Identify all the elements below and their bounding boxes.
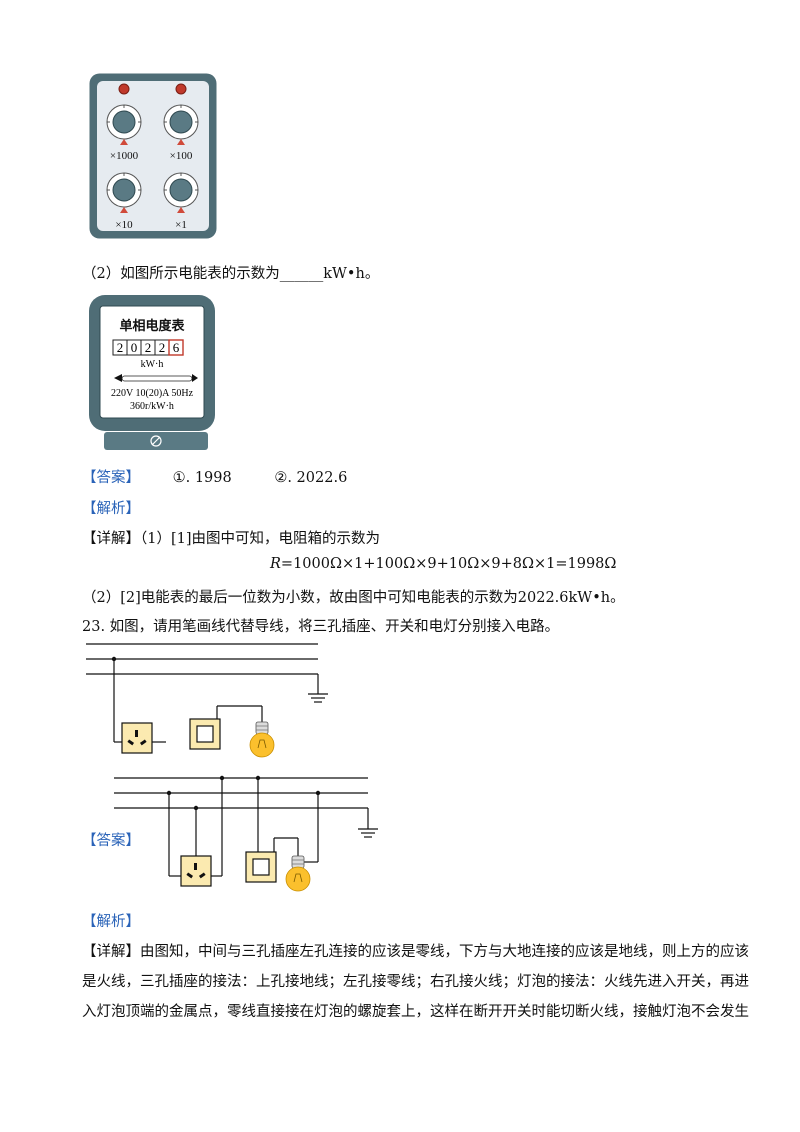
- answer-item-2: ②. 2022.6: [274, 470, 348, 486]
- detail-2-line-2: 是火线，三孔插座的接法：上孔接地线；左孔接零线；右孔接火线；灯泡的接法：火线先进…: [82, 974, 749, 990]
- dial-label: ×1: [175, 219, 187, 231]
- switch: [245, 851, 277, 883]
- answer-1: 【答案】 ①. 1998 ②. 2022.6: [82, 466, 347, 487]
- question-circuit-figure: [86, 643, 328, 758]
- disc-indicator-icon: [114, 374, 198, 382]
- answer-item-1: ①. 1998: [172, 470, 232, 486]
- formula-variable: R: [270, 556, 281, 572]
- q2-blank: ______: [279, 266, 324, 282]
- dial-x10: [106, 172, 142, 213]
- resistance-box-figure: ×1000 ×100 ×10 ×1: [89, 73, 217, 239]
- analysis-label: 【解析】: [82, 501, 140, 517]
- meter-digit: 2: [145, 340, 152, 355]
- light-bulb-icon: [285, 855, 311, 892]
- q2-question: （2）如图所示电能表的示数为______kW•h。: [82, 262, 379, 283]
- question-23: 23. 如图，请用笔画线代替导线，将三孔插座、开关和电灯分别接入电路。: [82, 619, 560, 635]
- detail-label: 【详解】: [82, 531, 140, 547]
- detail-text: （1）[1]由图中可知，电阻箱的示数为: [140, 531, 381, 547]
- detail-2-line-3: 入灯泡顶端的金属点，零线直接接在灯泡的螺旋套上，这样在断开开关时能切断火线，接触…: [82, 1004, 749, 1020]
- formula: R=1000Ω×1+100Ω×9+10Ω×9+8Ω×1=1998Ω: [270, 556, 616, 572]
- detail-label: 【详解】: [82, 944, 140, 960]
- energy-meter-figure: 单相电度表 2 0 2 2 6 kW·h 220V 10(20)A 50Hz 3…: [89, 295, 215, 450]
- indicator-light: [118, 83, 130, 95]
- detail-text: 由图知，中间与三孔插座左孔连接的应该是零线，下方与大地连接的应该是地线，则上方的…: [140, 944, 749, 960]
- switch: [189, 718, 221, 750]
- dial-label: ×1000: [110, 150, 139, 162]
- indicator-light: [175, 83, 187, 95]
- detail-1-line-1: 【详解】（1）[1]由图中可知，电阻箱的示数为: [82, 527, 380, 548]
- detail-2-line-1: 【详解】由图知，中间与三孔插座左孔连接的应该是零线，下方与大地连接的应该是地线，…: [82, 940, 749, 961]
- dial-label: ×100: [170, 150, 193, 162]
- answer-2-label: 【答案】: [82, 833, 140, 849]
- dial-label: ×10: [115, 219, 133, 231]
- analysis-2-label: 【解析】: [82, 914, 140, 930]
- screw-icon: [150, 435, 162, 447]
- q2-unit: kW•h。: [323, 266, 380, 282]
- formula-body: =1000Ω×1+100Ω×9+10Ω×9+8Ω×1=1998Ω: [280, 556, 617, 572]
- meter-rating: 220V 10(20)A 50Hz: [111, 388, 194, 399]
- answer-label: 【答案】: [82, 470, 140, 486]
- meter-digit: 0: [131, 340, 138, 355]
- meter-constant: 360r/kW·h: [130, 401, 174, 412]
- answer-circuit-figure: [114, 775, 378, 892]
- meter-title: 单相电度表: [119, 318, 185, 334]
- three-hole-socket: [180, 855, 212, 887]
- detail-1-line-2: （2）[2]电能表的最后一位数为小数，故由图中可知电能表的示数为2022.6kW…: [82, 590, 625, 606]
- q2-prefix: （2）如图所示电能表的示数为: [82, 266, 280, 282]
- meter-digit: 2: [117, 340, 124, 355]
- meter-unit: kW·h: [141, 359, 164, 370]
- meter-digit: 6: [173, 340, 180, 355]
- meter-digit: 2: [159, 340, 166, 355]
- three-hole-socket: [121, 722, 153, 754]
- light-bulb-icon: [249, 721, 275, 758]
